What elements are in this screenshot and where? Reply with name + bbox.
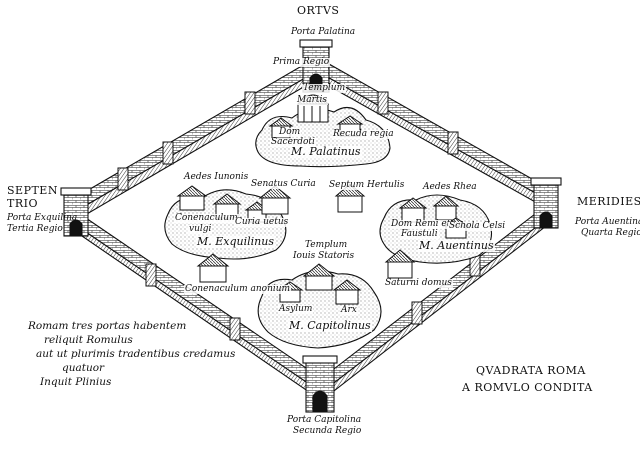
pliny-note-line3: aut ut plurimis tradentibus credamus [36, 348, 236, 360]
gate-left-label: Porta Exquilina [7, 213, 78, 223]
septum-hertulis-label: Septum Hertulis [328, 180, 406, 191]
palatine-temple-label-line1: Templum [302, 83, 347, 94]
capitoline-temple-label-line2: Iouis Statoris [292, 251, 356, 262]
esquiline-building1-label-line1: Conenaculum [174, 213, 239, 224]
esquiline-aedes-label: Aedes Iunonis [183, 172, 250, 183]
gate-bottom-region: Secunda Regio [293, 426, 362, 436]
esquiline-hill-name: M. Exquilinus [196, 235, 275, 248]
palatine-building1-label-line1: Dom [278, 127, 302, 138]
conenaculum-anonium-label: Conenaculum anonium [184, 284, 292, 295]
palatine-temple-label-line2: Martis [296, 95, 328, 106]
capitoline-temple-label-line1: Templum [304, 240, 349, 251]
direction-east-label: ORTVS [297, 4, 340, 17]
pliny-note-line5: Inquit Plinius [40, 376, 112, 388]
aventine-aedes-label: Aedes Rhea [422, 182, 478, 193]
pliny-note-line1: Romam tres portas habentem [28, 320, 187, 332]
senatus-curia-label: Senatus Curia [250, 179, 317, 190]
aventine-building1-label-line2: Faustuli [400, 229, 439, 240]
saturni-domus-label: Saturni domus [384, 278, 453, 289]
gate-tower-right [530, 177, 562, 229]
gate-bottom-label: Porta Capitolina [287, 415, 362, 425]
direction-north-label-line2: TRIO [7, 197, 38, 210]
gate-top-label: Porta Palatina [291, 27, 356, 37]
capitoline-hill-name: M. Capitolinus [288, 319, 372, 332]
palatine-building2-label: Recuda regia [332, 129, 395, 140]
direction-south-label: MERIDIES [577, 195, 640, 208]
gate-right-label: Porta Auentina [575, 217, 640, 227]
gate-top-region: Prima Regio [272, 57, 331, 68]
aventine-building1-label-line1: Dom Remi et [390, 219, 452, 230]
pliny-note-line2: reliquit Romulus [44, 334, 133, 346]
pliny-note-line4: quatuor [62, 362, 105, 374]
aventine-hill-name: M. Auentinus [418, 239, 495, 252]
direction-north-label-line1: SEPTEN [7, 184, 58, 197]
map-title-line2: A ROMVLO CONDITA [462, 381, 593, 394]
aventine-building2-label: Schola Celsi [448, 221, 507, 232]
capitoline-arx-label: Arx [340, 305, 358, 316]
esquiline-building1-label-line2: vulgi [188, 224, 213, 235]
gate-left-region: Tertia Regio [7, 224, 63, 234]
map-title-line1: QVADRATA ROMA [476, 364, 586, 377]
capitoline-asylum-label: Asylum [278, 304, 314, 315]
gate-right-region: Quarta Regio [581, 228, 640, 238]
esquiline-building2-label: Curia uetus [234, 217, 290, 228]
gate-tower-left [60, 187, 92, 237]
palatine-hill-name: M. Palatinus [290, 145, 362, 158]
gate-tower-bottom [302, 355, 338, 413]
palatine-building1-label-line2: Sacerdoti [270, 137, 316, 148]
